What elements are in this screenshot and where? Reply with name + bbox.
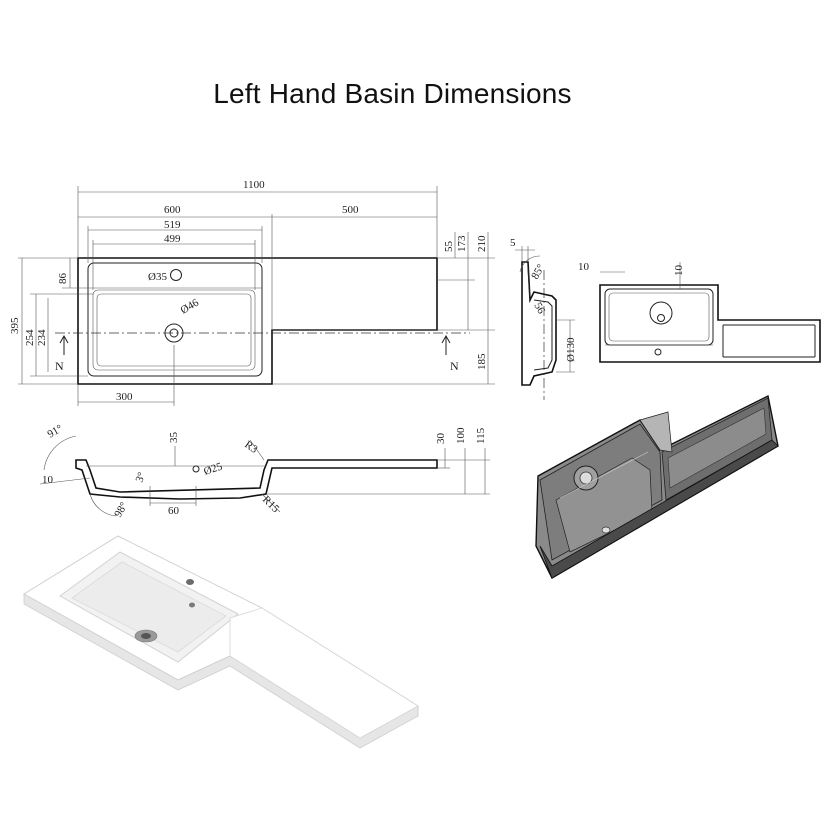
dim-side-top-5: 5 — [510, 237, 516, 249]
dim-lip-10: 10 — [42, 474, 54, 486]
dim-angle-98: 98° — [112, 500, 130, 519]
dim-depth-234: 234 — [36, 329, 48, 346]
dim-height-30: 30 — [435, 433, 447, 445]
dim-radius-r15: R15 — [260, 494, 282, 516]
dim-overall-depth: 395 — [9, 317, 21, 334]
dim-waste-hole: Ø46 — [179, 296, 202, 316]
dim-inner-width-1: 519 — [164, 219, 181, 231]
dim-waste-60: 60 — [168, 505, 180, 517]
dim-tap-offset: 86 — [57, 273, 69, 285]
dim-rim-35: 35 — [168, 432, 180, 444]
side-section-view: 5 85° 56 Ø130 — [510, 237, 577, 400]
dim-right-55: 55 — [443, 241, 455, 253]
dim-waste-offset: 300 — [116, 391, 133, 403]
section-marker-right: N — [450, 359, 459, 373]
dim-overall-width: 1100 — [243, 179, 265, 191]
dim-tap-hole: Ø35 — [148, 271, 167, 283]
dim-side-diameter-130: Ø130 — [565, 337, 577, 362]
dim-radius-r3: R3 — [242, 439, 260, 456]
small-top-view: 10 10 — [578, 261, 821, 363]
page-title: Left Hand Basin Dimensions — [213, 78, 572, 109]
dim-right-210: 210 — [476, 235, 488, 252]
dim-small-edge-10-a: 10 — [578, 261, 590, 273]
dim-depth-254: 254 — [24, 329, 36, 346]
dim-slope-3: 3° — [134, 471, 149, 484]
dim-basin-width: 600 — [164, 204, 181, 216]
dim-inner-width-2: 499 — [164, 233, 181, 245]
isometric-underside-view — [535, 394, 779, 579]
dim-right-173: 173 — [456, 235, 468, 252]
dim-shelf-width: 500 — [342, 204, 359, 216]
dim-height-100: 100 — [455, 427, 467, 444]
dim-right-185: 185 — [476, 353, 488, 370]
dim-height-115: 115 — [475, 427, 487, 444]
top-plan-view: 1100 600 500 519 499 Ø35 Ø46 300 86 395 … — [9, 179, 495, 406]
dim-side-angle-85: 85° — [529, 262, 547, 281]
section-marker-left: N — [55, 359, 64, 373]
isometric-top-view — [23, 535, 419, 749]
dim-overflow-d25: Ø25 — [202, 460, 224, 477]
dim-angle-91: 91° — [46, 423, 65, 441]
dim-small-edge-10-b: 10 — [673, 265, 685, 277]
dim-side-radius-56: 56 — [531, 301, 547, 317]
front-section-view: 91° 10 98° 3° 35 R3 Ø25 60 R15 30 100 11… — [39, 423, 490, 520]
